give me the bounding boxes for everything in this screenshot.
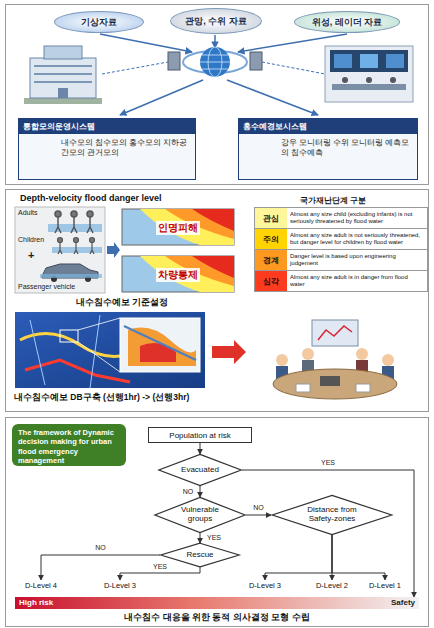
node-label: Population at risk [169, 431, 230, 440]
section-caption: 내수침수 대응을 위한 동적 의사결정 모형 수립 [124, 612, 309, 624]
table-heading: 국가재난단계 구분 [300, 195, 366, 206]
danger-level-name: 관심 [255, 208, 287, 228]
figure-label: Children [18, 236, 44, 243]
edge-label: YES [206, 534, 222, 542]
danger-level-row: 심각Almost any size adult is in danger fro… [254, 270, 428, 292]
decision-diamond-shape [159, 454, 241, 485]
node-label: D-Level 2 [309, 580, 355, 592]
operation-center-building [24, 46, 102, 104]
level-label: D-Level 3 [242, 580, 288, 592]
node-label: Vulnerable groups [172, 506, 227, 524]
figure-label: Passenger vehicle [18, 283, 75, 290]
level-label: D-Level 2 [309, 580, 355, 592]
connector [41, 555, 160, 580]
data-source-oval: 관망, 수위 자료 [170, 8, 262, 34]
decision-diamond: Evacuated [158, 454, 242, 486]
node-label: 관망, 수위 자료 [185, 15, 247, 28]
system-box: 통합모의운영시스템내수모의 침수모의 홍수모의 지하공간모의 관거모의 [18, 118, 196, 180]
node-label: 기상자료 [81, 16, 117, 29]
danger-level-row: 관심Almost any size child (excluding infan… [254, 207, 428, 229]
source-arrows [100, 34, 347, 115]
danger-level-chart [122, 209, 234, 292]
danger-level-description: Almost any size adult is in danger from … [287, 271, 427, 291]
start-box: Population at risk [148, 427, 252, 443]
node-label: D-Level 4 [18, 580, 64, 592]
section-caption: 내수침수예보 DB구축 (선행1hr) -> (선행3hr) [14, 392, 189, 404]
data-source-oval: 기상자료 [54, 11, 144, 33]
node-label: 위성, 레이더 자료 [312, 16, 383, 29]
data-source-oval: 위성, 레이더 자료 [294, 11, 400, 33]
flow-arrow [107, 242, 120, 258]
danger-level-description: Danger level is based upon engineering j… [287, 250, 427, 270]
section-caption: 내수침수예보 기준설정 [76, 297, 168, 309]
control-room [325, 46, 413, 102]
danger-level-name: 주의 [255, 229, 287, 249]
connector [242, 470, 414, 597]
level-label: D-Level 3 [97, 580, 143, 592]
decision-diamond-shape [272, 495, 392, 534]
decision-diamond: Rescue [160, 543, 240, 567]
flood-danger-figures [15, 207, 105, 293]
node-label: Distance from Safety-zones [295, 506, 368, 524]
decision-diamond: Vulnerable groups [154, 497, 246, 533]
system-heading: 통합모의운영시스템 [19, 119, 195, 134]
system-item-list: 강우 모니터링 수위 모니터링 예측모의 침수예측 [239, 134, 417, 161]
danger-level-name: 경계 [255, 250, 287, 270]
connector [200, 533, 201, 543]
connector [332, 535, 385, 580]
edge-label: NO [252, 504, 265, 512]
connector [246, 515, 271, 516]
node-label: D-Level 3 [97, 580, 143, 592]
chart-title: Depth-velocity flood danger level [20, 193, 162, 203]
danger-level-name: 심각 [255, 271, 287, 291]
node-label: D-Level 1 [362, 580, 408, 592]
risk-scale-bar: High risk Safety [15, 597, 419, 609]
level-label: D-Level 4 [18, 580, 64, 592]
situation-room-illustration [212, 320, 397, 399]
risk-end-label: High risk [19, 597, 53, 609]
chart-zone-label: 차량통제 [156, 268, 200, 282]
hub-globe [168, 47, 262, 77]
framework-label: The framework of Dynamic decision making… [12, 424, 126, 466]
node-label: Evacuated [175, 466, 225, 475]
edge-label: NO [182, 488, 195, 496]
node-label: The framework of Dynamic decision making… [18, 428, 120, 466]
system-item-list: 내수모의 침수모의 홍수모의 지하공간모의 관거모의 [19, 134, 195, 161]
edge-label: NO [94, 544, 107, 552]
plus-sign: + [28, 249, 34, 261]
system-heading: 홍수예경보시스템 [239, 119, 417, 134]
edge-label: YES [152, 563, 168, 571]
decision-diamond: Distance from Safety-zones [271, 495, 393, 535]
danger-level-row: 주의Almost any size adult is not seriously… [254, 228, 428, 250]
flood-map [15, 312, 205, 388]
node-label: Rescue [176, 551, 224, 560]
connector [265, 535, 332, 580]
connector [200, 486, 201, 497]
decision-diamond-shape [155, 497, 245, 532]
connector [200, 443, 201, 454]
system-box: 홍수예경보시스템강우 모니터링 수위 모니터링 예측모의 침수예측 [238, 118, 418, 180]
node-label: D-Level 3 [242, 580, 288, 592]
chart-zone-label: 인명피해 [156, 221, 200, 235]
decision-diamond-shape [161, 543, 239, 567]
edge-label: YES [320, 459, 336, 467]
danger-level-row: 경계Danger level is based upon engineering… [254, 249, 428, 271]
danger-level-description: Almost any size child (excluding infants… [287, 208, 427, 228]
risk-end-label: Safety [391, 597, 415, 609]
figure-label: Adults [18, 209, 37, 216]
danger-level-description: Almost any size adult is not seriously t… [287, 229, 427, 249]
level-label: D-Level 1 [362, 580, 408, 592]
